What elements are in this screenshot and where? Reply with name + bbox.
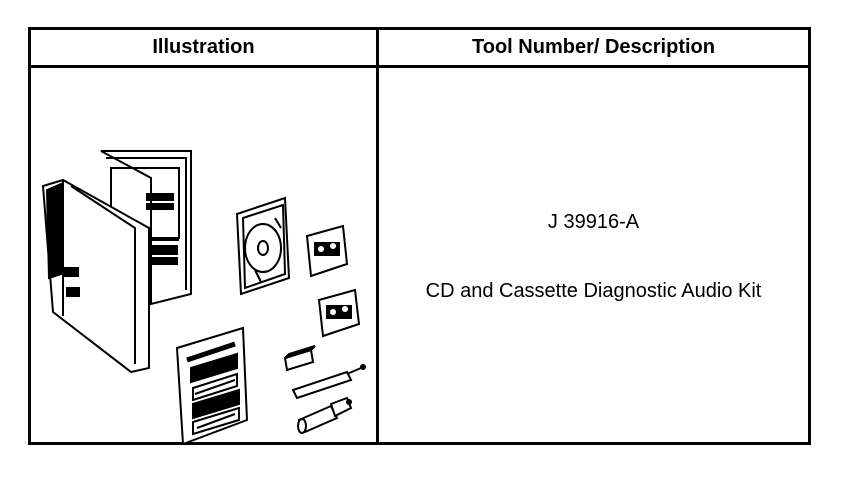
cd-icon: [235, 196, 291, 296]
header-divider: [31, 65, 808, 68]
tool-description: CD and Cassette Diagnostic Audio Kit: [425, 280, 762, 302]
header-illustration: Illustration: [152, 36, 255, 58]
adapter-icon: [283, 345, 316, 372]
case-back-panel: [100, 150, 192, 306]
audio-diagnostic-kit-icon: [41, 150, 366, 444]
column-divider: [376, 30, 379, 442]
tool-number: J 39916-A: [547, 211, 640, 233]
cassette-icon: [305, 224, 361, 338]
instruction-booklet-icon: [175, 326, 249, 444]
header-tool-description: Tool Number/ Description: [472, 36, 715, 58]
probe-icon: [291, 364, 366, 400]
tool-table: Illustration Tool Number/ Description: [28, 27, 811, 445]
plug-icon: [297, 396, 353, 434]
illustration-cell: [31, 68, 376, 444]
tool-description-cell: J 39916-A CD and Cassette Diagnostic Aud…: [379, 68, 808, 442]
